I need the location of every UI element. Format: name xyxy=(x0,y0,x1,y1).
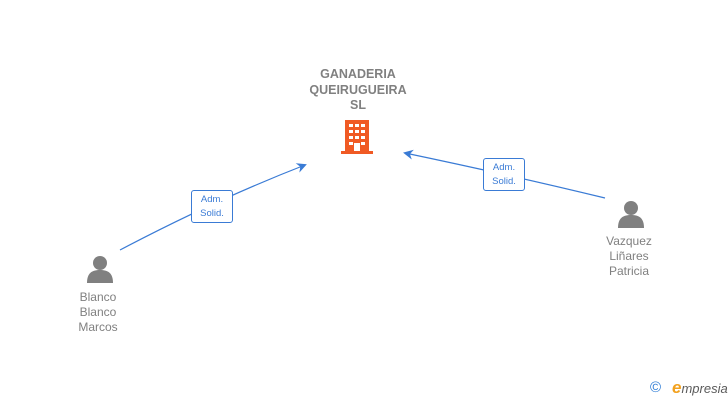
relation-label-line: Solid. xyxy=(492,176,516,187)
relation-label-line: Solid. xyxy=(200,208,224,219)
relation-badge-blanco: Adm. Solid. xyxy=(191,190,233,223)
person-name-line: Blanco xyxy=(79,290,117,304)
person-icon[interactable] xyxy=(618,201,644,228)
relation-label-line: Adm. xyxy=(200,194,224,205)
brand-initial: e xyxy=(672,378,682,397)
person-name-line: Marcos xyxy=(78,320,118,334)
building-icon[interactable] xyxy=(341,120,373,154)
brand-logo: empresia xyxy=(672,378,728,399)
person-name-line: Patricia xyxy=(608,264,649,278)
copyright-icon: © xyxy=(650,379,662,396)
company-name-line: SL xyxy=(350,98,366,112)
company-name-line: QUEIRUGUEIRA xyxy=(309,82,407,97)
company-name-line: GANADERIA xyxy=(320,67,396,81)
person-name-line: Blanco xyxy=(79,305,117,319)
brand-rest: mpresia xyxy=(681,381,728,396)
relation-badge-vazquez: Adm. Solid. xyxy=(483,158,525,191)
person-name-vazquez[interactable]: Vazquez Liñares Patricia xyxy=(584,234,674,279)
company-name[interactable]: GANADERIA QUEIRUGUEIRA SL xyxy=(288,67,428,114)
person-name-line: Liñares xyxy=(609,249,649,263)
person-name-line: Vazquez xyxy=(606,234,652,248)
person-name-blanco[interactable]: Blanco Blanco Marcos xyxy=(53,290,143,335)
relation-label-line: Adm. xyxy=(492,162,516,173)
person-icon[interactable] xyxy=(87,256,113,283)
